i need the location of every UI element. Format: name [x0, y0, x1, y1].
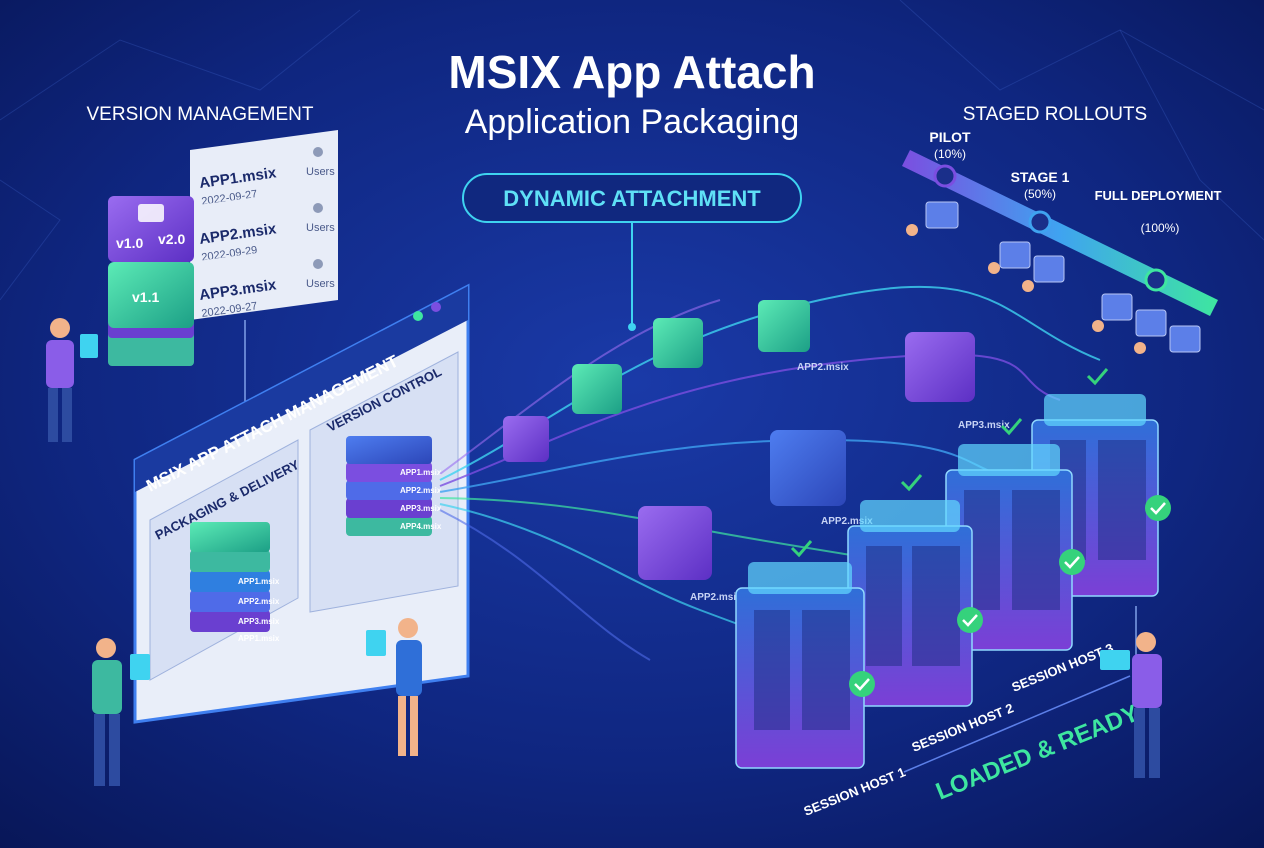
- version-label: v1.0: [116, 235, 143, 251]
- monitor-icon: [1101, 293, 1133, 321]
- stage-marker: [1028, 210, 1052, 234]
- stack-label: APP2.msix: [400, 486, 442, 495]
- stage-name: FULL DEPLOYMENT: [1095, 188, 1222, 203]
- window-dot: [431, 302, 441, 312]
- rollout-track: PILOT (10%) STAGE 1 (50%) FULL DEPLOYMEN…: [902, 129, 1221, 354]
- package-cube: [638, 506, 712, 580]
- monitor-icon: [925, 201, 959, 229]
- check-icon: [849, 671, 875, 697]
- check-icon: [790, 540, 813, 558]
- stage-percent: (100%): [1141, 221, 1180, 235]
- person-figure: [1100, 632, 1162, 778]
- main-subtitle: Application Packaging: [465, 103, 800, 141]
- package-cube: [758, 300, 810, 352]
- stage-name: PILOT: [929, 129, 971, 145]
- person-figure: [366, 618, 422, 756]
- version-management-label: VERSION MANAGEMENT: [87, 104, 314, 125]
- version-stack-mini: APP1.msix APP2.msix APP3.msix APP4.msix: [346, 436, 442, 536]
- server-rack-1: [735, 562, 865, 769]
- users-label: Users: [306, 166, 335, 178]
- stack-label: APP4.msix: [400, 522, 442, 531]
- package-cube: [770, 430, 846, 506]
- users-label: Users: [306, 278, 335, 290]
- package-cube: [653, 318, 703, 368]
- dynamic-attachment-label: DYNAMIC ATTACHMENT: [503, 186, 761, 211]
- check-icon: [1000, 418, 1023, 436]
- check-marks: [790, 368, 1171, 697]
- window-dot: [413, 311, 423, 321]
- users-label: Users: [306, 222, 335, 234]
- version-label: v1.1: [132, 289, 159, 305]
- package-list: APP1.msix 2022-09-27 Users APP2.msix 202…: [190, 130, 338, 320]
- stage-percent: (50%): [1024, 187, 1056, 201]
- staged-rollouts-label: STAGED ROLLOUTS: [963, 104, 1147, 125]
- version-label: v2.0: [158, 231, 185, 247]
- tablet-icon: [366, 630, 386, 656]
- monitor-icon: [999, 241, 1031, 269]
- management-console: MSIX APP ATTACH MANAGEMENT PACKAGING & D…: [133, 283, 470, 724]
- user-icon: [1134, 342, 1146, 354]
- main-title: MSIX App Attach: [448, 46, 815, 98]
- check-icon: [1145, 495, 1171, 521]
- user-icon: [906, 224, 918, 236]
- users-icon: [313, 203, 323, 213]
- flow-cubes: APP2.msix APP3.msix APP2.msix APP2.msix: [503, 300, 1010, 603]
- stage-name: STAGE 1: [1011, 169, 1070, 185]
- flow-cube-label: APP2.msix: [690, 592, 742, 603]
- package-icon: [138, 204, 164, 222]
- server-rack-2: [847, 500, 973, 707]
- flow-cube-label: APP3.msix: [958, 420, 1010, 431]
- stack-label: APP3.msix: [400, 504, 442, 513]
- user-icon: [988, 262, 1000, 274]
- laptop-icon: [1100, 650, 1130, 670]
- network-lines: [0, 0, 1264, 301]
- dynamic-attachment-badge: DYNAMIC ATTACHMENT: [462, 173, 802, 331]
- stage-marker: [1144, 268, 1168, 292]
- flow-cube-label: APP2.msix: [821, 516, 873, 527]
- user-icon: [1092, 320, 1104, 332]
- check-icon: [1059, 549, 1085, 575]
- check-icon: [1086, 368, 1109, 386]
- stack-label: APP1.msix: [400, 468, 442, 477]
- person-figure: [92, 638, 150, 786]
- users-icon: [313, 259, 323, 269]
- package-cube: [905, 332, 975, 402]
- stack-label: APP3.msix: [238, 617, 280, 626]
- user-icon: [1022, 280, 1034, 292]
- tablet-icon: [130, 654, 150, 680]
- stack-label: APP1.msix: [238, 577, 280, 586]
- users-icon: [313, 147, 323, 157]
- package-card[interactable]: APP2.msix 2022-09-29 Users: [190, 186, 338, 264]
- stage-percent: (10%): [934, 147, 966, 161]
- package-cube: [503, 416, 549, 462]
- monitor-icon: [1033, 255, 1065, 283]
- package-stack: APP1.msix APP2.msix APP3.msix APP1.msix: [190, 522, 280, 643]
- flow-cube-label: APP2.msix: [797, 362, 849, 373]
- person-figure: [46, 318, 98, 442]
- monitor-icon: [1135, 309, 1167, 337]
- stack-label: APP2.msix: [238, 597, 280, 606]
- check-icon: [957, 607, 983, 633]
- stack-label: APP1.msix: [238, 634, 280, 643]
- monitor-icon: [1169, 325, 1201, 353]
- version-stack: v1.1 v1.0 v2.0: [108, 196, 246, 425]
- tablet-icon: [80, 334, 98, 358]
- stage-marker: [933, 164, 957, 188]
- package-cube: [572, 364, 622, 414]
- check-icon: [900, 474, 923, 492]
